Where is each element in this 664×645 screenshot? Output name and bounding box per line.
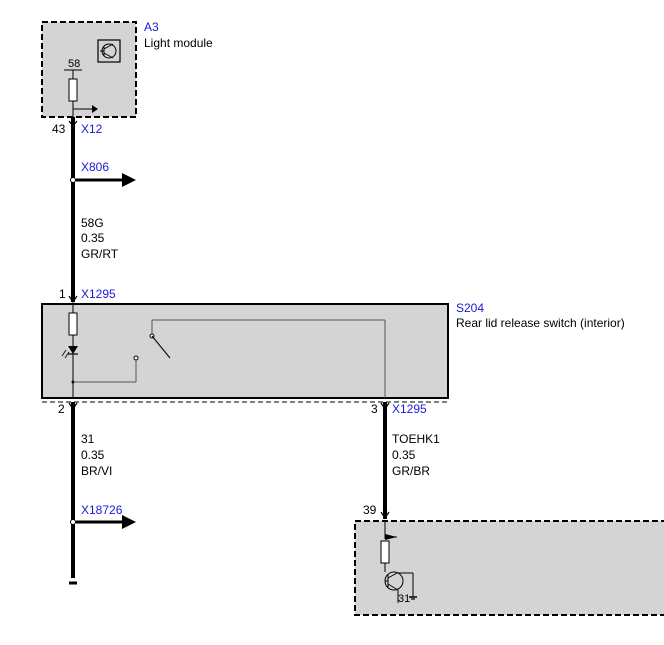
- light-module-box: [41, 21, 137, 118]
- switch-id: S204: [456, 301, 484, 315]
- wire-left-color: BR/VI: [81, 464, 112, 478]
- wire-top-signal: 58G: [81, 216, 104, 230]
- lower-module-ground-label: 31: [398, 593, 410, 605]
- connector-x1295-right-label: X1295: [392, 402, 427, 416]
- switch-pin-right: 3: [371, 402, 378, 416]
- ground-icon: [409, 596, 417, 600]
- light-module-name: Light module: [144, 36, 213, 50]
- led-icon: [61, 346, 78, 359]
- lower-module-resistor: [380, 540, 390, 564]
- rear-lid-switch: [41, 303, 449, 399]
- x806-splice: [70, 177, 76, 183]
- wire-top-color: GR/RT: [81, 247, 119, 261]
- transistor-icon: [384, 571, 414, 597]
- light-module-terminal: 58: [68, 58, 80, 70]
- connector-x806-label: X806: [81, 160, 109, 174]
- switch-pin-top: 1: [59, 287, 66, 301]
- wire-right-size: 0.35: [392, 448, 416, 462]
- switch-box: [41, 303, 449, 399]
- wire-right-signal: TOEHK1: [392, 432, 440, 446]
- connector-x12-label: X12: [81, 122, 103, 136]
- lower-module-box: [354, 520, 664, 616]
- light-module-id: A3: [144, 20, 159, 34]
- transistor-icon: [97, 39, 121, 63]
- x18726-splice: [70, 519, 76, 525]
- x18726-arrow: [122, 515, 136, 529]
- switch-pin-left: 2: [58, 402, 65, 416]
- switch-resistor: [68, 312, 78, 336]
- lower-module: 31: [354, 520, 664, 616]
- wire-left-signal: 31: [81, 432, 95, 446]
- connector-x1295-top-label: X1295: [81, 287, 116, 301]
- x806-arrow: [122, 173, 136, 187]
- light-module-resistor: [68, 78, 78, 102]
- wire-right-color: GR/BR: [392, 464, 430, 478]
- connector-x18726-label: X18726: [81, 503, 123, 517]
- light-module-pin: 43: [52, 122, 66, 136]
- light-module: 58: [41, 21, 137, 118]
- lower-module-pin: 39: [363, 503, 377, 517]
- wire-left-size: 0.35: [81, 448, 105, 462]
- wire-top-size: 0.35: [81, 231, 105, 245]
- switch-name: Rear lid release switch (interior): [456, 316, 625, 330]
